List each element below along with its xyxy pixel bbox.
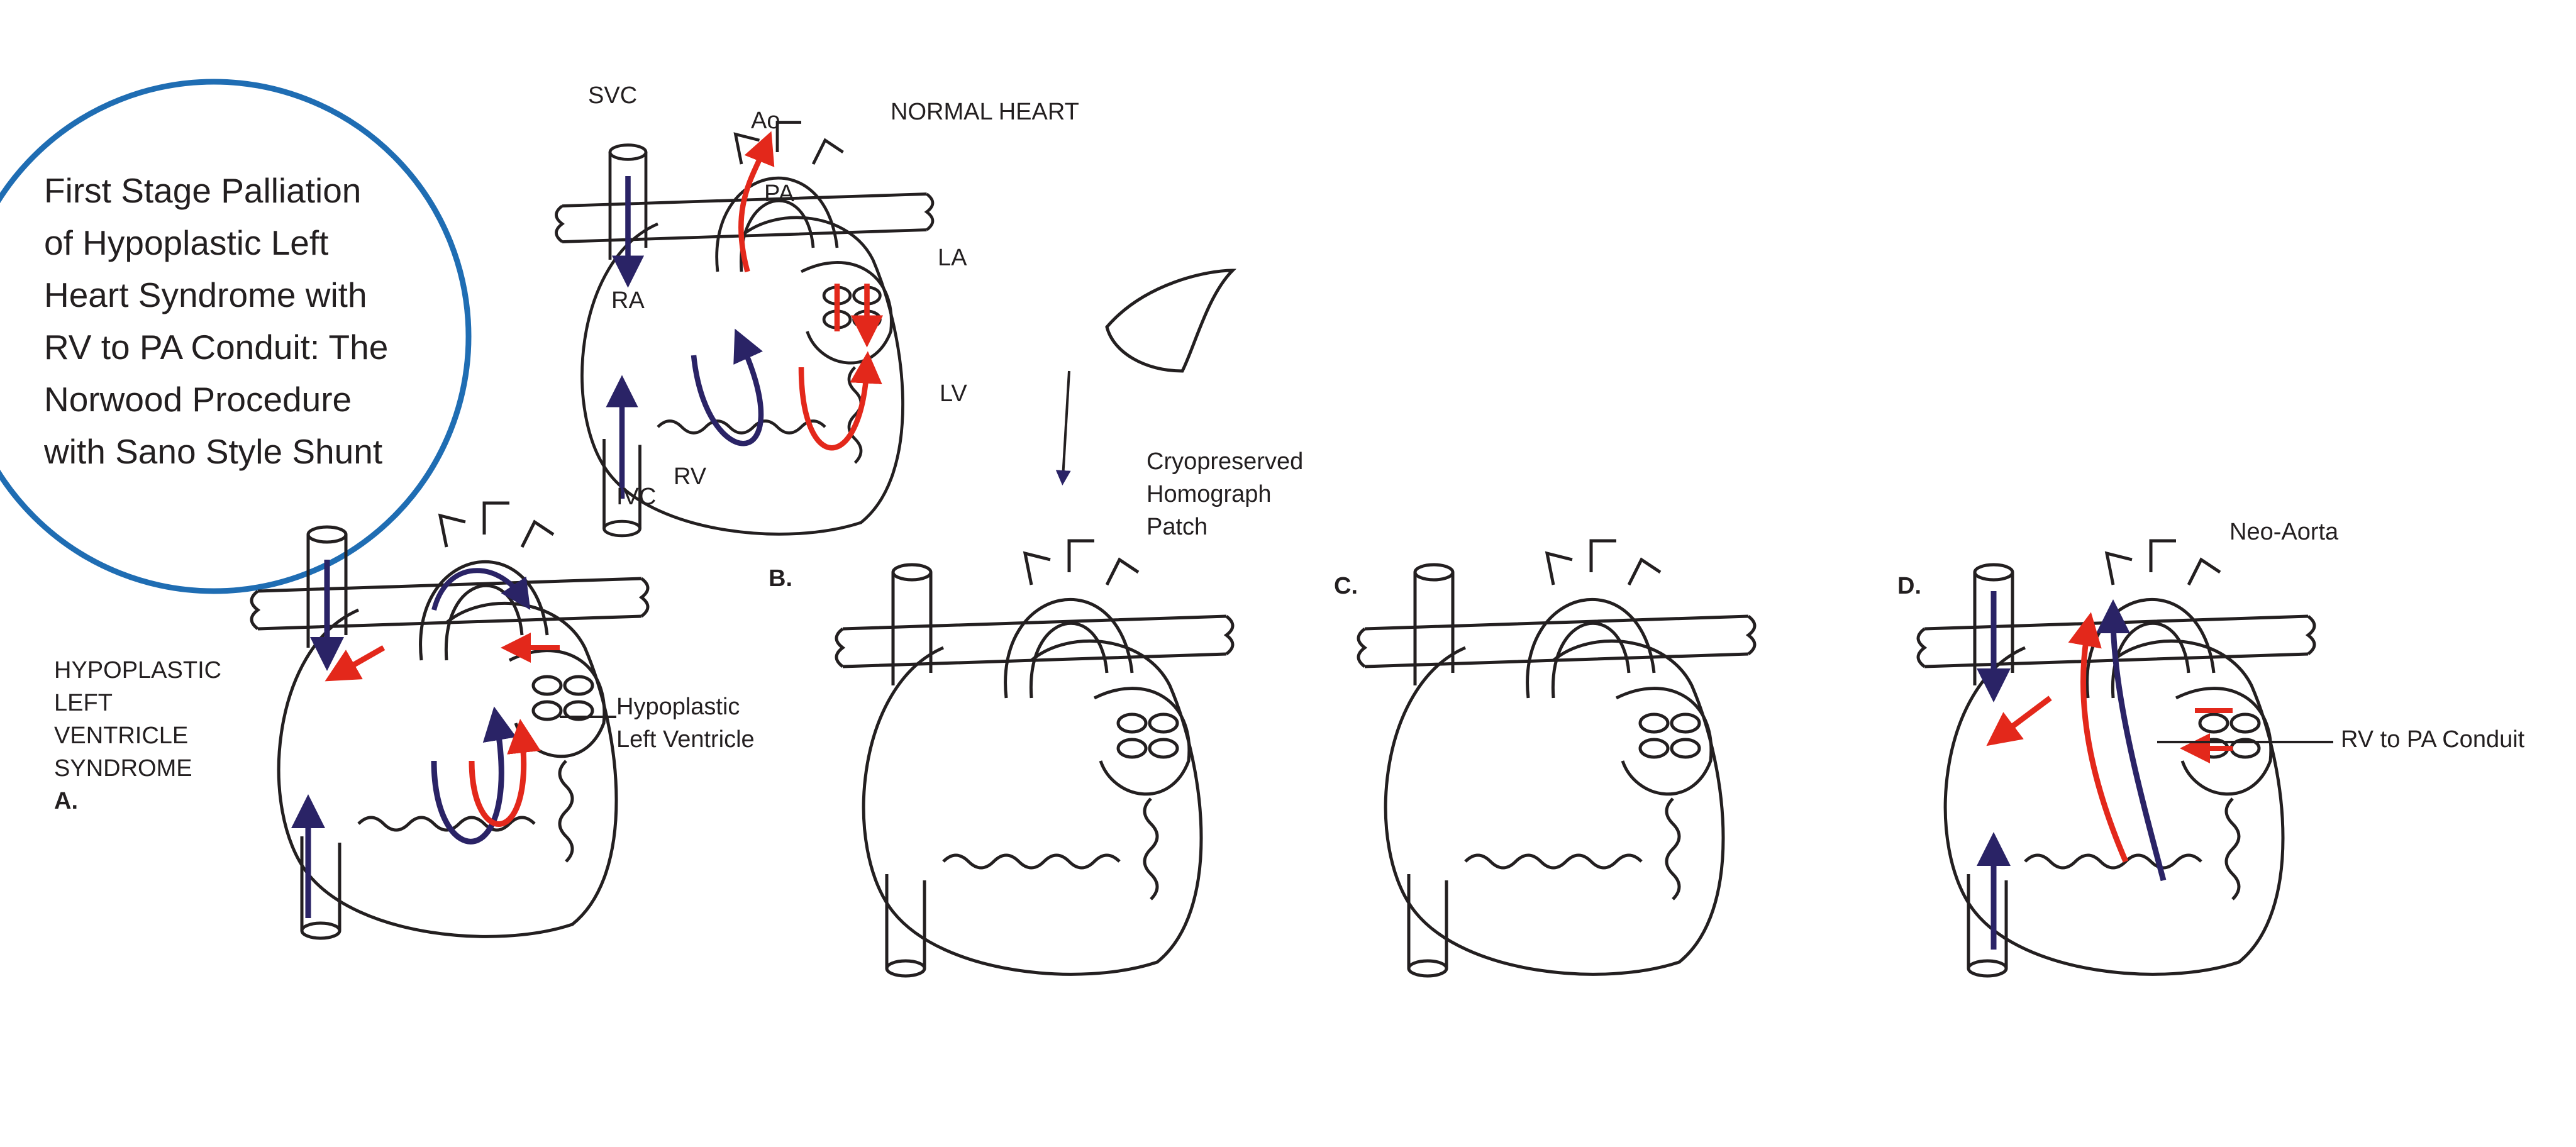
panel-b-illustration (836, 269, 1237, 976)
panel-d-letter: D. (1897, 573, 1921, 599)
conduit-label: RV to PA Conduit (2341, 726, 2525, 753)
panel-b-letter: B. (769, 565, 792, 592)
title-line: RV to PA Conduit: The (44, 328, 389, 367)
patch-pointer-arrow (1055, 370, 1071, 485)
hlhs-label-line: HYPOPLASTIC (54, 657, 222, 684)
title-line: with Sano Style Shunt (44, 432, 383, 471)
panel-c-letter: C. (1334, 573, 1358, 599)
la-flow-arrow (834, 283, 867, 331)
neo-aorta-label: Neo-Aorta (2229, 519, 2339, 545)
label-ra: RA (611, 287, 645, 314)
ra-flow-arrow (1986, 695, 2052, 746)
panel-c-illustration (1358, 541, 1755, 976)
title-circle (0, 79, 472, 594)
label-la: LA (938, 245, 967, 271)
lv-flow-arrow (798, 351, 882, 451)
aorta-flow-arrow (738, 131, 775, 273)
label-svc: SVC (588, 82, 638, 109)
callout-line: Homograph (1146, 481, 1272, 507)
hlhs-label-line: SYNDROME (54, 755, 192, 782)
panel-d-illustration (1918, 541, 2333, 976)
label-ao: Ao (751, 108, 780, 134)
title-line: First Stage Palliation (44, 171, 362, 210)
mixed-flow-arrow (469, 719, 541, 827)
title-line: of Hypoplastic Left (44, 223, 329, 262)
label-ivc: IVC (616, 484, 657, 510)
pa-flow-arrow (431, 568, 531, 611)
hlhs-label-line: LEFT (54, 690, 113, 716)
callout-line: Hypoplastic (616, 694, 740, 720)
title: First Stage Palliation of Hypoplastic Le… (44, 165, 447, 478)
normal-heart-heading: NORMAL HEART (891, 99, 1079, 125)
label-rv: RV (674, 463, 707, 490)
panel-a-hlhs-illustration (252, 503, 648, 938)
conduit-flow-arrow (2096, 599, 2167, 882)
label-lv: LV (940, 380, 967, 407)
ra-flow-arrow (325, 645, 386, 682)
label-pa: PA (764, 180, 794, 207)
panel-a-letter: A. (54, 788, 78, 814)
la-flow-arrow (2195, 708, 2233, 748)
normal-heart-illustration (557, 122, 933, 535)
hlhs-label: HYPOPLASTIC LEFT VENTRICLE SYNDROME A. (54, 654, 221, 817)
homograph-patch-callout: Cryopreserved Homograph Patch (1146, 445, 1303, 543)
callout-line: Patch (1146, 514, 1208, 540)
neo-aorta-flow-arrow (2068, 612, 2129, 863)
hypoplastic-lv-callout: Hypoplastic Left Ventricle (616, 690, 755, 756)
callout-line: Left Ventricle (616, 726, 755, 753)
rv-flow-arrow (431, 706, 517, 845)
title-line: Norwood Procedure (44, 380, 352, 419)
homograph-patch-icon (1105, 269, 1237, 373)
callout-line: Cryopreserved (1146, 448, 1304, 475)
hlhs-label-line: VENTRICLE (54, 723, 189, 749)
rv-flow-arrow (691, 328, 764, 446)
title-line: Heart Syndrome with (44, 275, 367, 314)
